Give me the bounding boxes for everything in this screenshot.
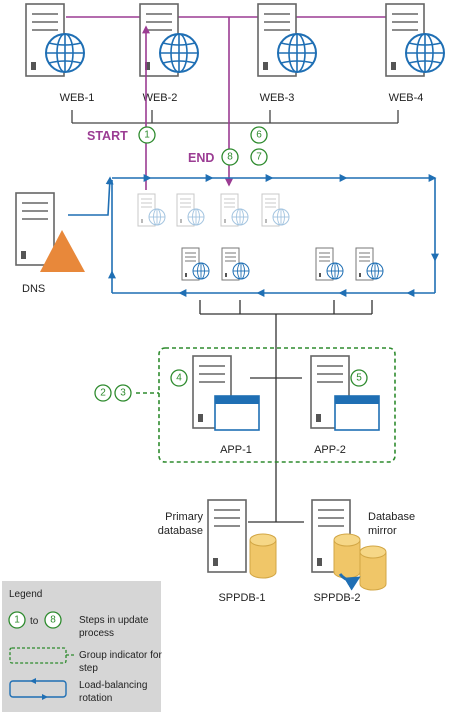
svg-text:process: process [79,628,114,639]
web-1-label: WEB-1 [60,92,95,104]
svg-text:8: 8 [227,152,233,163]
load-balancing-rotation [108,174,439,297]
web-server-web-3 [258,4,316,76]
svg-text:Steps in update: Steps in update [79,615,149,626]
app-server-app-1 [192,355,260,431]
app-group-indicator [158,347,396,463]
sppdb-2-label: SPPDB-2 [313,592,360,604]
svg-text:6: 6 [256,130,262,141]
web-server-web-2 [140,4,198,76]
legend-background [2,581,161,712]
rotation-web-1 [182,248,209,280]
web-4-label: WEB-4 [389,92,424,104]
step-1-badge: 1 [138,126,156,144]
svg-text:rotation: rotation [79,693,112,704]
mirror-arrow-icon [338,573,361,591]
svg-text:Group indicator for: Group indicator for [79,650,162,661]
dns-server [15,192,55,266]
rotation-web-4 [356,248,383,280]
primary-db-label-1: Primary [165,511,203,523]
end-label: END [188,151,214,165]
web-3-label: WEB-3 [260,92,295,104]
app-1-label: APP-1 [220,444,252,456]
step-7-badge: 7 [250,148,268,166]
primary-db-label-2: database [158,525,203,537]
legend-title: Legend [9,589,42,600]
rotation-web-1-faded [138,194,165,226]
db-server-sppdb-1 [207,499,277,579]
web-bus [71,110,399,124]
db-server-sppdb-2 [311,499,387,591]
step-4-badge: 4 [170,369,188,387]
legend-steps-row: 1 to 8 Steps in update process [8,611,149,639]
svg-text:1: 1 [14,615,20,626]
rotation-web-2 [222,248,249,280]
web-server-web-1 [26,4,84,76]
svg-text:Load-balancing: Load-balancing [79,680,147,691]
mirror-db-label-2: mirror [368,525,397,537]
app-server-app-2 [310,355,380,431]
rotation-web-3-faded [221,194,248,226]
svg-text:step: step [79,663,98,674]
web-2-label: WEB-2 [143,92,178,104]
svg-text:4: 4 [176,373,182,384]
step-5-badge: 5 [350,369,368,387]
svg-text:7: 7 [256,152,262,163]
step-8-badge: 8 [221,148,239,166]
sppdb-1-label: SPPDB-1 [218,592,265,604]
dns-to-rotation-arrow [68,176,114,216]
rotation-web-3 [316,248,343,280]
web-to-app-bus [199,300,373,522]
legend-rotation-row: Load-balancing rotation [9,678,147,704]
rotation-web-4-faded [262,194,289,226]
svg-text:5: 5 [356,373,362,384]
rotation-web-2-faded [177,194,204,226]
step-2-badge: 2 [94,384,112,402]
dns-warning-triangle [40,230,85,272]
svg-text:2: 2 [100,388,106,399]
dns-label: DNS [22,283,45,295]
legend-group-row: Group indicator for step [9,647,162,674]
svg-text:3: 3 [120,388,126,399]
step-3-badge: 3 [114,384,132,402]
web-server-web-4 [386,4,444,76]
app-2-label: APP-2 [314,444,346,456]
svg-text:to: to [30,616,39,627]
legend: Legend 1 to 8 Steps in update process Gr… [2,581,162,712]
web-server-row: WEB-1 WEB-2 WEB-3 WEB-4 [26,4,444,104]
start-label: START [87,129,128,143]
svg-text:8: 8 [50,615,56,626]
mirror-db-label-1: Database [368,511,415,523]
step-6-badge: 6 [250,126,268,144]
svg-text:1: 1 [144,130,150,141]
